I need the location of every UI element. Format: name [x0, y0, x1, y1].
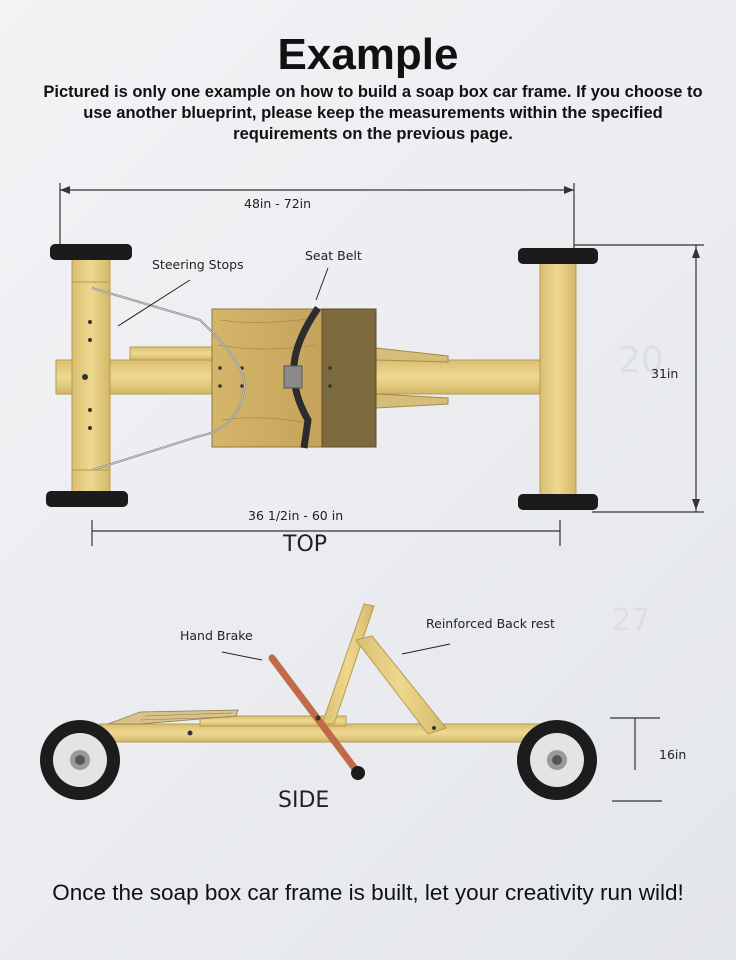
intro-line-3: requirements on the previous page. [233, 125, 513, 143]
rear-right-wheel [518, 494, 598, 510]
length-label: 48in - 72in [244, 196, 312, 211]
side-front-wheel [40, 720, 120, 800]
back-rest-label: Reinforced Back rest [426, 616, 555, 631]
height-dimension [610, 717, 662, 802]
footer-text: Once the soap box car frame is built, le… [52, 880, 684, 905]
intro-line-1: Pictured is only one example on how to b… [43, 83, 703, 101]
top-view: 20 [46, 183, 704, 546]
top-view-label: TOP [283, 532, 328, 557]
axle-dimension [91, 520, 561, 546]
seat-belt-label: Seat Belt [305, 248, 362, 263]
side-rear-wheel [517, 720, 597, 800]
backrest-board [321, 308, 377, 448]
intro-text: Pictured is only one example on how to b… [30, 82, 716, 145]
rear-axle-beam [539, 259, 577, 497]
length-dimension [59, 183, 575, 250]
intro-line-2: use another blueprint, please keep the m… [83, 104, 663, 122]
faint-mark-27: 27 [612, 603, 650, 638]
width-dimension [574, 244, 704, 513]
seat-belt [290, 306, 321, 449]
hand-brake-lever [268, 654, 360, 774]
height-label: 16in [659, 747, 687, 762]
front-left-wheel [50, 244, 132, 260]
rear-left-wheel [518, 248, 598, 264]
faint-mark-20: 20 [618, 340, 664, 381]
page-title: Example [277, 30, 459, 79]
hand-brake-label: Hand Brake [180, 628, 253, 643]
front-right-wheel [46, 491, 128, 507]
side-view-label: SIDE [278, 788, 330, 813]
axle-label: 36 1/2in - 60 in [248, 508, 344, 523]
seat-belt-buckle [283, 365, 303, 389]
backrest-upright [321, 603, 375, 725]
hand-brake-knob [351, 766, 365, 780]
side-view: 27 [40, 603, 662, 802]
steering-stops-label: Steering Stops [152, 257, 244, 272]
reinforced-backrest-brace [355, 635, 447, 735]
width-label: 31in [651, 366, 679, 381]
